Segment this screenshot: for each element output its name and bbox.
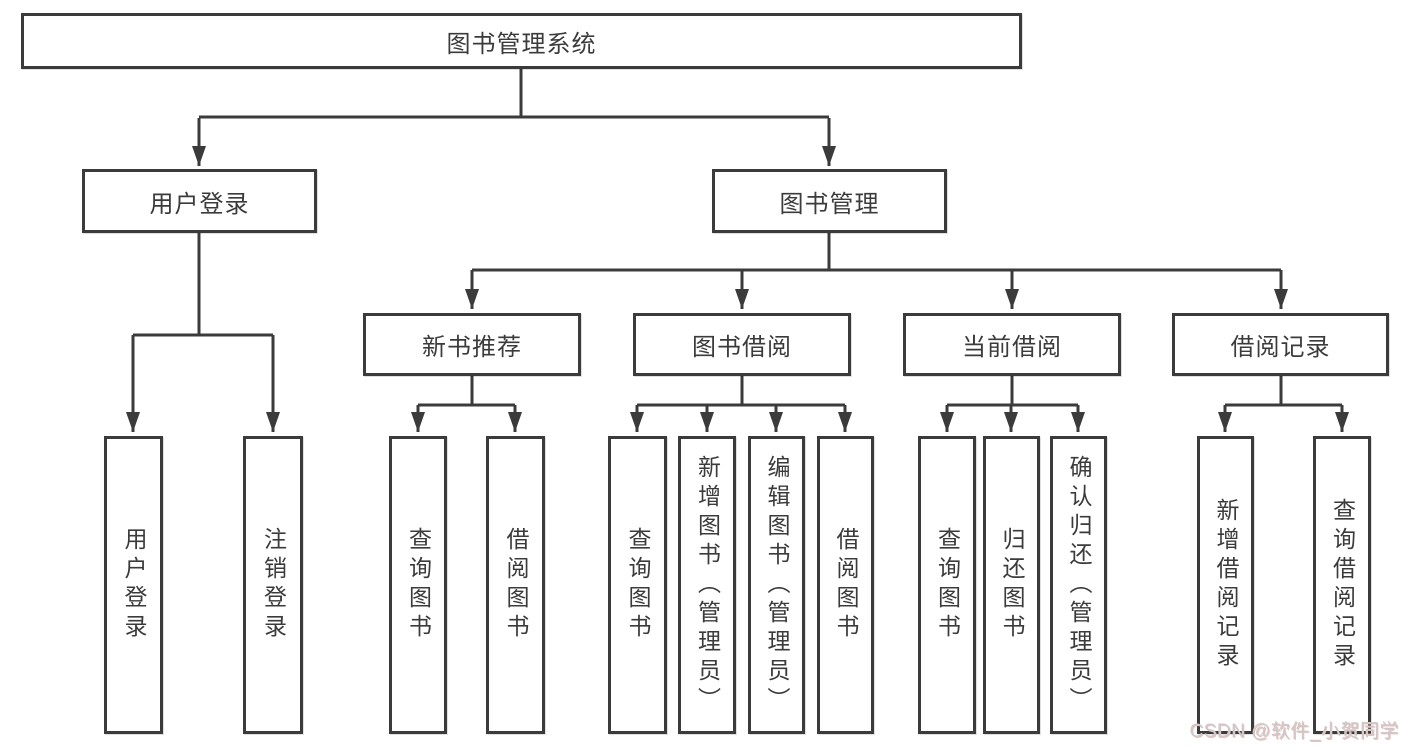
node-leaf-query-books-3: 查询图书 xyxy=(918,436,976,734)
node-leaf-add-borrow-record-label: 新增借阅记录 xyxy=(1213,498,1239,672)
node-leaf-logout-label: 注销登录 xyxy=(260,527,287,643)
connector-user-login-to-leaves xyxy=(126,233,280,432)
node-leaf-edit-books-admin: 编辑图书（管理员） xyxy=(748,436,805,734)
node-leaf-return-books-label: 归还图书 xyxy=(999,527,1025,643)
connector-borrow-record-to-leaves xyxy=(1218,376,1349,432)
node-leaf-query-books-1: 查询图书 xyxy=(389,436,447,734)
node-leaf-borrow-books-2-label: 借阅图书 xyxy=(833,527,859,643)
node-new-book-recommend: 新书推荐 xyxy=(363,313,581,376)
csdn-watermark: CSDN @软件_小贺同学 xyxy=(1189,721,1399,742)
node-borrow-record-label: 借阅记录 xyxy=(1230,334,1331,361)
connector-root-to-level2 xyxy=(192,69,836,166)
node-user-login-label: 用户登录 xyxy=(149,190,250,218)
node-book-borrow-label: 图书借阅 xyxy=(692,334,792,361)
node-leaf-return-books: 归还图书 xyxy=(983,436,1040,734)
node-leaf-query-books-2: 查询图书 xyxy=(608,436,667,734)
node-leaf-query-borrow-record: 查询借阅记录 xyxy=(1313,436,1371,734)
node-leaf-query-books-2-label: 查询图书 xyxy=(625,527,651,643)
node-root-system-label: 图书管理系统 xyxy=(446,30,597,58)
node-leaf-borrow-books-1: 借阅图书 xyxy=(486,436,545,734)
connector-new-book-recommend-to-leaves xyxy=(411,376,522,432)
node-leaf-confirm-return-admin: 确认归还（管理员） xyxy=(1050,436,1107,734)
node-leaf-query-borrow-record-label: 查询借阅记录 xyxy=(1329,498,1356,672)
node-leaf-query-books-3-label: 查询图书 xyxy=(934,527,961,643)
node-leaf-add-books-admin-label: 新增图书（管理员） xyxy=(694,454,721,716)
connector-book-management-to-level3 xyxy=(465,233,1288,309)
node-leaf-user-login: 用户登录 xyxy=(104,436,163,734)
node-user-login: 用户登录 xyxy=(82,169,317,233)
node-leaf-user-login-label: 用户登录 xyxy=(121,527,147,643)
node-leaf-logout: 注销登录 xyxy=(243,436,303,734)
node-leaf-borrow-books-2: 借阅图书 xyxy=(817,436,874,734)
node-borrow-record: 借阅记录 xyxy=(1172,313,1389,376)
node-book-management: 图书管理 xyxy=(712,169,947,233)
node-leaf-add-books-admin: 新增图书（管理员） xyxy=(678,436,736,734)
node-leaf-confirm-return-admin-label: 确认归还（管理员） xyxy=(1066,454,1092,716)
node-leaf-query-books-1-label: 查询图书 xyxy=(405,527,432,643)
node-book-borrow: 图书借阅 xyxy=(633,313,851,376)
node-new-book-recommend-label: 新书推荐 xyxy=(422,334,522,361)
node-leaf-add-borrow-record: 新增借阅记录 xyxy=(1197,436,1254,734)
node-current-borrow: 当前借阅 xyxy=(903,313,1121,376)
node-root-system: 图书管理系统 xyxy=(21,13,1022,69)
connector-book-borrow-to-leaves xyxy=(630,376,852,432)
connector-current-borrow-to-leaves xyxy=(940,376,1085,432)
node-book-management-label: 图书管理 xyxy=(779,190,880,218)
node-current-borrow-label: 当前借阅 xyxy=(962,334,1062,361)
node-leaf-borrow-books-1-label: 借阅图书 xyxy=(503,527,529,643)
node-leaf-edit-books-admin-label: 编辑图书（管理员） xyxy=(764,454,790,716)
